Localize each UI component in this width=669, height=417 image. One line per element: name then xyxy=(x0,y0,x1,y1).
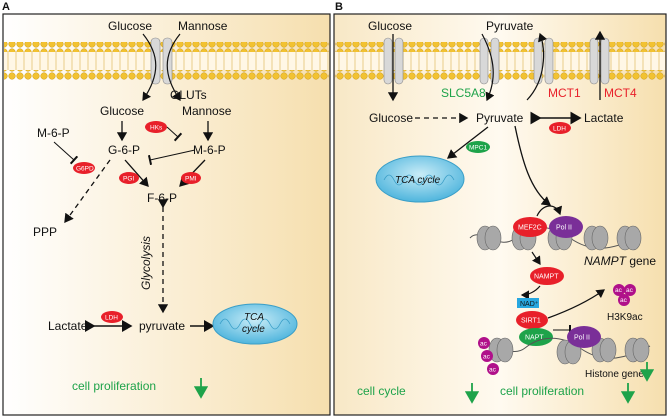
sirt1-label: SIRT1 xyxy=(521,318,541,325)
gene-to-nampt xyxy=(531,251,541,265)
nampt-label: NAMPT xyxy=(534,274,559,281)
nampt-protein xyxy=(530,267,564,285)
ac-hist-3: ac xyxy=(489,367,497,374)
mitochondrion-b xyxy=(375,155,465,203)
tca-cycle-a-line1: TCA xyxy=(244,312,264,323)
enzyme-pmi xyxy=(181,172,201,184)
slc5a8-import-arrow xyxy=(481,33,495,102)
glycolysis-label: Glycolysis xyxy=(139,236,153,290)
outcome-b2-text: cell proliferation xyxy=(500,384,584,398)
napt-protein xyxy=(519,328,553,346)
outcome-a-text: cell proliferation xyxy=(72,379,156,393)
nad-label: NAD⁺ xyxy=(520,301,539,308)
enzyme-ldh-b-label: LDH xyxy=(553,126,566,133)
mct4-label: MCT4 xyxy=(604,86,637,100)
ac-group-h3k9 xyxy=(613,284,636,306)
m6p-right-label: M-6-P xyxy=(193,143,226,157)
enzyme-ldh-a xyxy=(101,311,123,323)
glucose-import-arrow xyxy=(142,33,157,101)
membrane-glucose-label: Glucose xyxy=(108,19,152,33)
h3k9ac-label: H3K9ac xyxy=(607,312,643,323)
mitochondrion-a xyxy=(212,303,298,345)
pol2-bottom xyxy=(567,326,601,348)
chromatin-bottom xyxy=(479,337,651,365)
ac-h3k9-1: ac xyxy=(615,287,623,294)
ppp-label: PPP xyxy=(33,225,57,239)
lactate-label: Lactate xyxy=(48,319,88,333)
outcome-b1-text: cell cycle xyxy=(357,384,406,398)
panel-b-letter: B xyxy=(335,1,343,13)
mannose-import-arrow xyxy=(166,33,181,101)
enzyme-ldh-a-label: LDH xyxy=(105,315,118,322)
mef2c-recruits-pol2 xyxy=(536,205,563,217)
pol2-top xyxy=(549,216,583,238)
enzyme-g6pd xyxy=(73,162,95,174)
pyruvate-b-label: Pyruvate xyxy=(476,111,524,125)
ac-hist-2: ac xyxy=(483,354,491,361)
glucose-label: Glucose xyxy=(100,104,144,118)
glucose-b-label: Glucose xyxy=(369,111,413,125)
pol2-bottom-label: Pol II xyxy=(574,335,590,342)
napt-label: NAPT xyxy=(525,335,544,342)
sirt1-protein xyxy=(516,311,548,329)
pyruvate-to-mef2c xyxy=(514,125,552,206)
enzyme-pmi-label: PMI xyxy=(185,176,197,183)
membrane-a xyxy=(4,37,329,85)
tca-cycle-b: TCA cycle xyxy=(395,175,441,186)
lactate-b-label: Lactate xyxy=(584,111,624,125)
ac-h3k9-2: ac xyxy=(626,287,634,294)
panel-a: A Glucose Mannose GLUTs Glucose Mannose … xyxy=(2,1,331,416)
slc5a8-label: SLC5A8 xyxy=(441,86,486,100)
pol2-top-label: Pol II xyxy=(556,225,572,232)
m6p-pgi-inhibition xyxy=(147,149,196,166)
mef2c-protein xyxy=(513,217,547,237)
enzyme-mpc1 xyxy=(466,141,490,153)
m6p-g6pd-inhibition xyxy=(53,141,79,165)
nad-box xyxy=(517,298,539,308)
mct1-label: MCT1 xyxy=(548,86,581,100)
hks-inhibition xyxy=(166,126,183,142)
histone-gene-label: Histone gene xyxy=(585,369,644,380)
mannose-label: Mannose xyxy=(182,104,232,118)
enzyme-hks xyxy=(145,121,167,133)
f6p-label: F-6-P xyxy=(147,191,177,205)
enzyme-pgi-label: PGI xyxy=(123,176,134,183)
enzyme-hks-label: HKs xyxy=(150,125,163,132)
membrane-glucose-b: Glucose xyxy=(368,19,412,33)
nampt-to-nad xyxy=(520,285,541,300)
ac-hist-1: ac xyxy=(480,341,488,348)
g6p-to-ppp-arrow xyxy=(64,159,111,224)
panel-b: B Glucose Pyruvate SLC5A8 MCT1 MCT4 Gluc… xyxy=(333,1,667,416)
nampt-gene-label: NAMPT gene xyxy=(584,254,656,268)
enzyme-ldh-b xyxy=(549,122,571,134)
sirt1-to-h3k9ac xyxy=(547,289,605,319)
membrane-mannose-label: Mannose xyxy=(178,19,228,33)
ac-h3k9-3: ac xyxy=(620,297,628,304)
gluts-label: GLUTs xyxy=(170,88,207,102)
panel-a-letter: A xyxy=(2,1,10,13)
enzyme-pgi xyxy=(119,172,139,184)
pyruvate-label: pyruvate xyxy=(139,319,185,333)
enzyme-g6pd-label: G6PD xyxy=(76,166,94,173)
enzyme-mpc1-label: MPC1 xyxy=(469,145,487,152)
pyruvate-to-mito-b xyxy=(446,126,489,159)
g6p-to-f6p-arrow xyxy=(124,159,149,187)
mct1-export-arrow xyxy=(526,32,548,101)
ac-group-histone xyxy=(478,337,499,375)
membrane-pyruvate-b: Pyruvate xyxy=(486,19,534,33)
mef2c-label: MEF2C xyxy=(518,225,542,232)
g6p-label: G-6-P xyxy=(108,143,140,157)
m6p-left-label: M-6-P xyxy=(37,126,70,140)
tca-cycle-a-line2: cycle xyxy=(242,324,265,335)
membrane-b xyxy=(335,37,665,85)
